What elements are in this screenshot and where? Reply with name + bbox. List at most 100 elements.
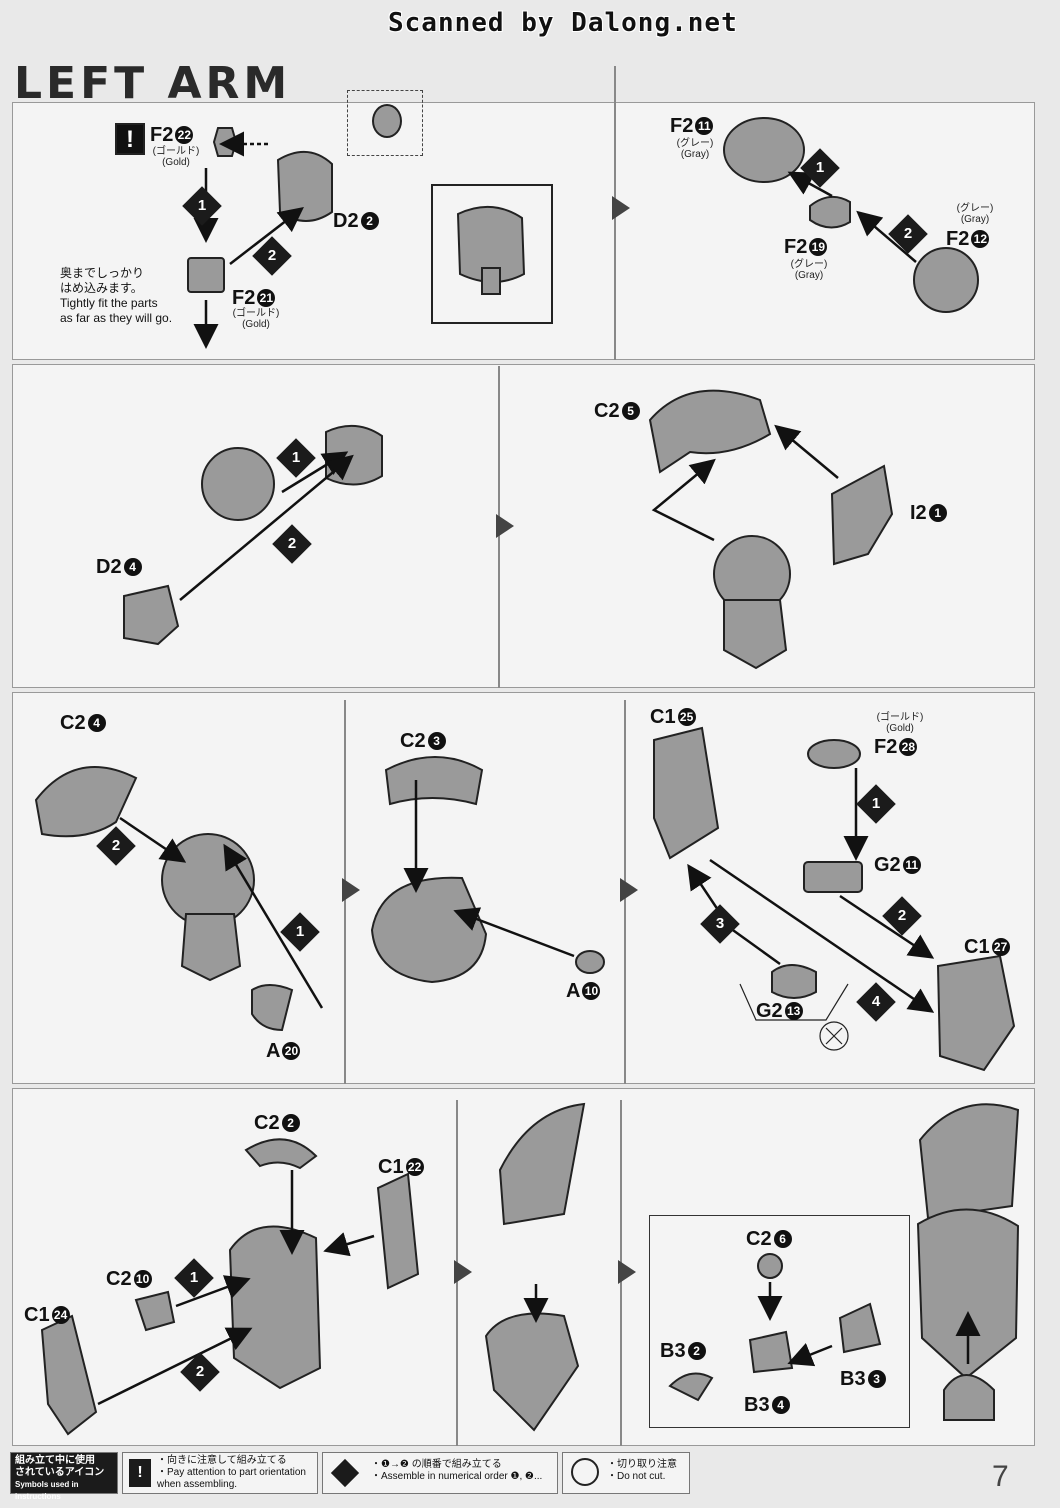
sub-en: (Gray) [794, 270, 824, 281]
attention-icon: ! [129, 1459, 151, 1487]
label-num: 21 [257, 289, 276, 307]
label-num: 25 [677, 708, 696, 726]
sub-f2-28: (ゴールド)(Gold) [874, 712, 926, 734]
label-code: G2 [756, 1000, 783, 1022]
order-badge-text: 2 [897, 907, 907, 924]
step-arrow-icon [620, 878, 638, 902]
legend-attention-box: ! ・向きに注意して組み立てる ・Pay attention to part o… [122, 1452, 318, 1494]
order-badge-2: 2 [180, 1352, 220, 1392]
order-badge-text: 2 [195, 1363, 205, 1380]
section-title: LEFT ARM [14, 58, 292, 109]
order-badge-text: 1 [197, 197, 207, 214]
order-badge-text: 2 [287, 535, 297, 552]
sub-f2-22: (ゴールド)(Gold) [150, 146, 202, 168]
order-badge-1: 1 [276, 438, 316, 478]
legend-attention-text: ・向きに注意して組み立てる ・Pay attention to part ori… [157, 1455, 306, 1491]
part-c2-4 [34, 766, 138, 838]
final-forearm [916, 1208, 1020, 1380]
part-b3-3 [838, 1302, 882, 1354]
legend-title-box: 組み立て中に使用 されているアイコン Symbols used in instr… [10, 1452, 118, 1501]
symbol-legend: 組み立て中に使用 されているアイコン Symbols used in instr… [10, 1452, 1050, 1501]
label-code: C1 [378, 1156, 404, 1178]
part-c2-2 [244, 1138, 318, 1170]
sub-jp: (グレー) [676, 138, 714, 149]
order-badge-text: 1 [871, 795, 881, 812]
label-code: F2 [784, 236, 808, 258]
label-code: D2 [96, 556, 122, 578]
step-arrow-icon [454, 1260, 472, 1284]
label-code: D2 [333, 210, 359, 232]
label-num: 5 [621, 402, 640, 420]
order-badge-1: 1 [856, 784, 896, 824]
label-num: 13 [784, 1002, 803, 1020]
label-code: F2 [232, 287, 256, 309]
sub-jp: (ゴールド) [152, 146, 200, 157]
label-code: A [266, 1040, 281, 1062]
label-num: 4 [87, 714, 106, 732]
sub-jp: (グレー) [790, 259, 828, 270]
part-f2-21 [187, 257, 225, 293]
forearm-assembly [370, 876, 488, 984]
order-badge-text: 1 [295, 923, 305, 940]
order-badge-3: 3 [700, 904, 740, 944]
page-number: 7 [992, 1460, 1009, 1493]
note-jp-2: はめ込みます。 [60, 281, 143, 295]
legend-order-jp: ・❶→❷ の順番で組み立てる [371, 1459, 502, 1470]
legend-attention-en-1: ・Pay attention to part orientation [157, 1467, 306, 1478]
label-code: B3 [840, 1368, 866, 1390]
order-badge-text: 4 [871, 993, 881, 1010]
part-c1-25 [653, 726, 720, 860]
legend-order-en: ・Assemble in numerical order ❶, ❷... [371, 1471, 543, 1482]
legend-cut-text: ・切り取り注意 ・Do not cut. [607, 1459, 677, 1483]
sub-jp: (グレー) [956, 203, 994, 214]
label-code: A [566, 980, 581, 1002]
label-num: 2 [687, 1342, 706, 1360]
order-badge-text: 2 [111, 837, 121, 854]
sub-en: (Gold) [886, 723, 914, 734]
part-d2-2 [276, 151, 333, 222]
label-num: 4 [771, 1396, 790, 1414]
part-a-10 [575, 950, 605, 974]
label-num: 11 [902, 856, 921, 874]
orientation-hint-part [372, 104, 402, 138]
forearm-assembly-2 [484, 1312, 580, 1432]
part-c1-24 [40, 1314, 98, 1436]
label-code: B3 [744, 1394, 770, 1416]
order-badge-text: 1 [189, 1269, 199, 1286]
part-c2-10 [134, 1290, 176, 1332]
part-c1-22 [376, 1172, 420, 1290]
order-badge-text: 3 [715, 915, 725, 932]
part-b3-2 [668, 1372, 714, 1402]
tight-fit-note: 奥までしっかり はめ込みます。 Tightly fit the parts as… [60, 266, 172, 326]
label-code: F2 [670, 115, 694, 137]
label-code: C2 [746, 1228, 772, 1250]
elbow-assembly [161, 833, 255, 927]
label-num: 24 [51, 1306, 70, 1324]
part-c2-5 [648, 389, 772, 474]
legend-order-text: ・❶→❷ の順番で組み立てる ・Assemble in numerical or… [371, 1459, 542, 1483]
label-num: 10 [582, 982, 601, 1000]
sub-en: (Gray) [680, 149, 710, 160]
part-c1-27 [936, 954, 1016, 1072]
note-en-2: as far as they will go. [60, 311, 173, 325]
label-num: 2 [281, 1114, 300, 1132]
label-num: 19 [809, 238, 828, 256]
part-f2-12 [913, 247, 979, 313]
result-d2-assembly [456, 205, 526, 283]
label-num: 22 [175, 126, 194, 144]
label-code: C2 [106, 1268, 132, 1290]
order-badge-1: 1 [174, 1258, 214, 1298]
part-d2-4 [123, 584, 180, 646]
label-num: 6 [773, 1230, 792, 1248]
part-i2-1 [830, 464, 894, 566]
step-arrow-icon [342, 878, 360, 902]
sub-en: (Gold) [162, 157, 190, 168]
